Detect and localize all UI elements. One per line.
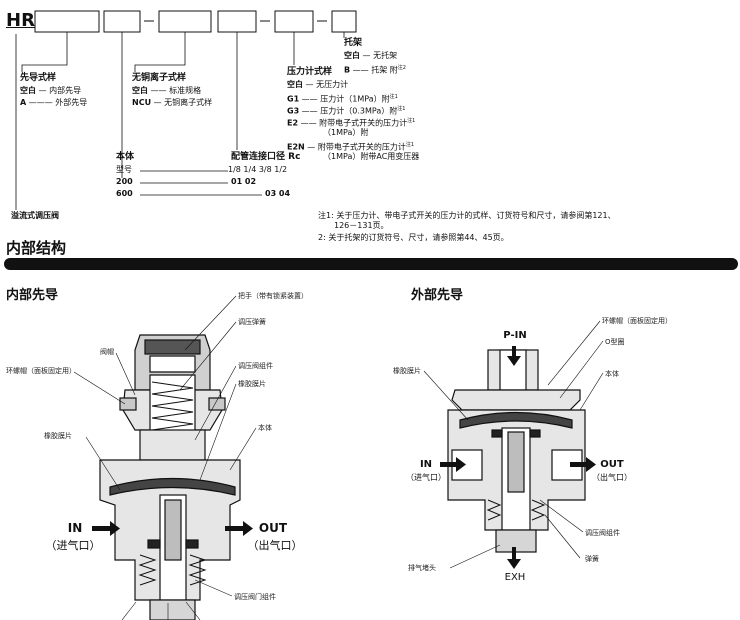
int-label-ring-nut: 环螺帽（面板固定用）: [6, 367, 76, 375]
external-leaders: [423, 320, 604, 569]
int-out-sub: （出气口）: [247, 539, 303, 552]
ext-label-spring: 弹簧: [585, 555, 599, 563]
ext-label-exhaust-plug: 排气堵头: [408, 564, 436, 572]
model-prefix: HR: [6, 10, 35, 31]
bracket-opt-1: B —— 托架 附注2: [344, 65, 406, 75]
ext-label-oring: O型圈: [605, 338, 625, 346]
internal-title: 内部先导: [6, 288, 59, 303]
gauge-opt-2: G3 —— 压力计（0.3MPa）附注1: [287, 106, 406, 116]
gauge-opt-5: E2N — 附带电子式开关的压力计注1: [287, 142, 415, 152]
int-label-diaphragm-l: 橡胶膜片: [44, 432, 72, 440]
ion-title: 无铜离子式样: [132, 73, 187, 83]
int-in-label: IN: [67, 521, 83, 535]
code-box-2: [103, 10, 141, 33]
int-out-label: OUT: [258, 521, 288, 535]
note-1b: 126－131页。: [334, 221, 389, 230]
bracket-title: 托架: [344, 38, 363, 48]
internal-flow-arrows: [92, 521, 253, 536]
note-1: 注1: 关于压力计、带电子式开关的压力计的式样、订货符号和尺寸，请参阅第121、: [318, 211, 616, 220]
int-label-bonnet: 阀帽: [100, 348, 114, 356]
ext-label-diaphragm: 橡胶膜片: [393, 367, 421, 375]
note-2: 2: 关于托架的订货符号、尺寸，请参照第44、45页。: [318, 233, 509, 242]
ext-label-reg-assy: 调压阀组件: [585, 529, 620, 537]
external-pilot-drawing: [447, 349, 586, 553]
pilot-title: 先导式样: [20, 73, 57, 83]
int-label-reg-assy: 调压阀组件: [238, 362, 273, 370]
ion-opt-0: 空白 —— 标准规格: [132, 86, 202, 95]
ext-label-ring-nut: 环螺帽（面板固定用）: [602, 317, 672, 325]
pilot-opt-1: A ——— 外部先导: [20, 98, 88, 107]
title-base: 溢流式调压阀: [11, 211, 59, 220]
ext-label-body: 本体: [605, 370, 619, 378]
ext-out-sub: （出气口）: [592, 473, 632, 482]
gauge-opt-4: （1MPa）附: [323, 128, 369, 137]
port-row-600: 03 04: [265, 189, 291, 198]
code-box-6: [331, 10, 357, 33]
body-type-label: 型号: [116, 165, 132, 174]
ext-out-label: OUT: [600, 459, 624, 470]
port-title: 配管连接口径 Rc: [231, 152, 301, 162]
body-title: 本体: [116, 152, 135, 162]
code-leaders: [15, 32, 345, 210]
gauge-title: 压力计式样: [287, 67, 333, 77]
int-label-valve-assy: 调压阀门组件: [234, 593, 276, 601]
code-box-3: [158, 10, 212, 33]
external-flow-arrows: [440, 346, 596, 569]
int-label-diaphragm-r: 橡胶膜片: [238, 380, 266, 388]
code-box-1: [34, 10, 100, 33]
section-bar: [4, 258, 738, 270]
bracket-opt-0: 空白 — 无托架: [344, 51, 398, 60]
ext-in-sub: （进气口）: [406, 473, 446, 482]
ext-exh-label: EXH: [504, 572, 526, 583]
ext-pin-label: P-IN: [503, 330, 527, 341]
int-label-handle: 把手（带有锁紧装置）: [238, 292, 308, 300]
section-title: 内部结构: [6, 239, 67, 257]
internal-pilot-drawing: [99, 334, 241, 620]
body-row-200: 200: [116, 177, 133, 186]
gauge-opt-6: （1MPa）附带AC用变压器: [323, 152, 420, 161]
gauge-opt-3: E2 —— 附带电子式开关的压力计注1: [287, 118, 416, 128]
port-row-200: 01 02: [231, 177, 257, 186]
int-label-body: 本体: [258, 424, 272, 432]
port-sizes: 1/8 1/4 3/8 1/2: [228, 165, 288, 174]
code-boxes: [34, 10, 357, 33]
external-title: 外部先导: [411, 288, 464, 303]
int-label-spring: 调压弹簧: [238, 318, 266, 326]
internal-leaders: [73, 295, 257, 620]
ext-in-label: IN: [419, 459, 433, 470]
gauge-opt-1: G1 —— 压力计（1MPa）附注1: [287, 94, 398, 104]
int-in-sub: （进气口）: [45, 539, 101, 552]
ion-opt-1: NCU — 无铜离子式样: [132, 98, 213, 107]
pilot-opt-0: 空白 — 内部先导: [20, 86, 82, 95]
code-box-4: [217, 10, 257, 33]
gauge-opt-0: 空白 — 无压力计: [287, 80, 349, 89]
code-box-5: [274, 10, 314, 33]
body-row-600: 600: [116, 189, 133, 198]
